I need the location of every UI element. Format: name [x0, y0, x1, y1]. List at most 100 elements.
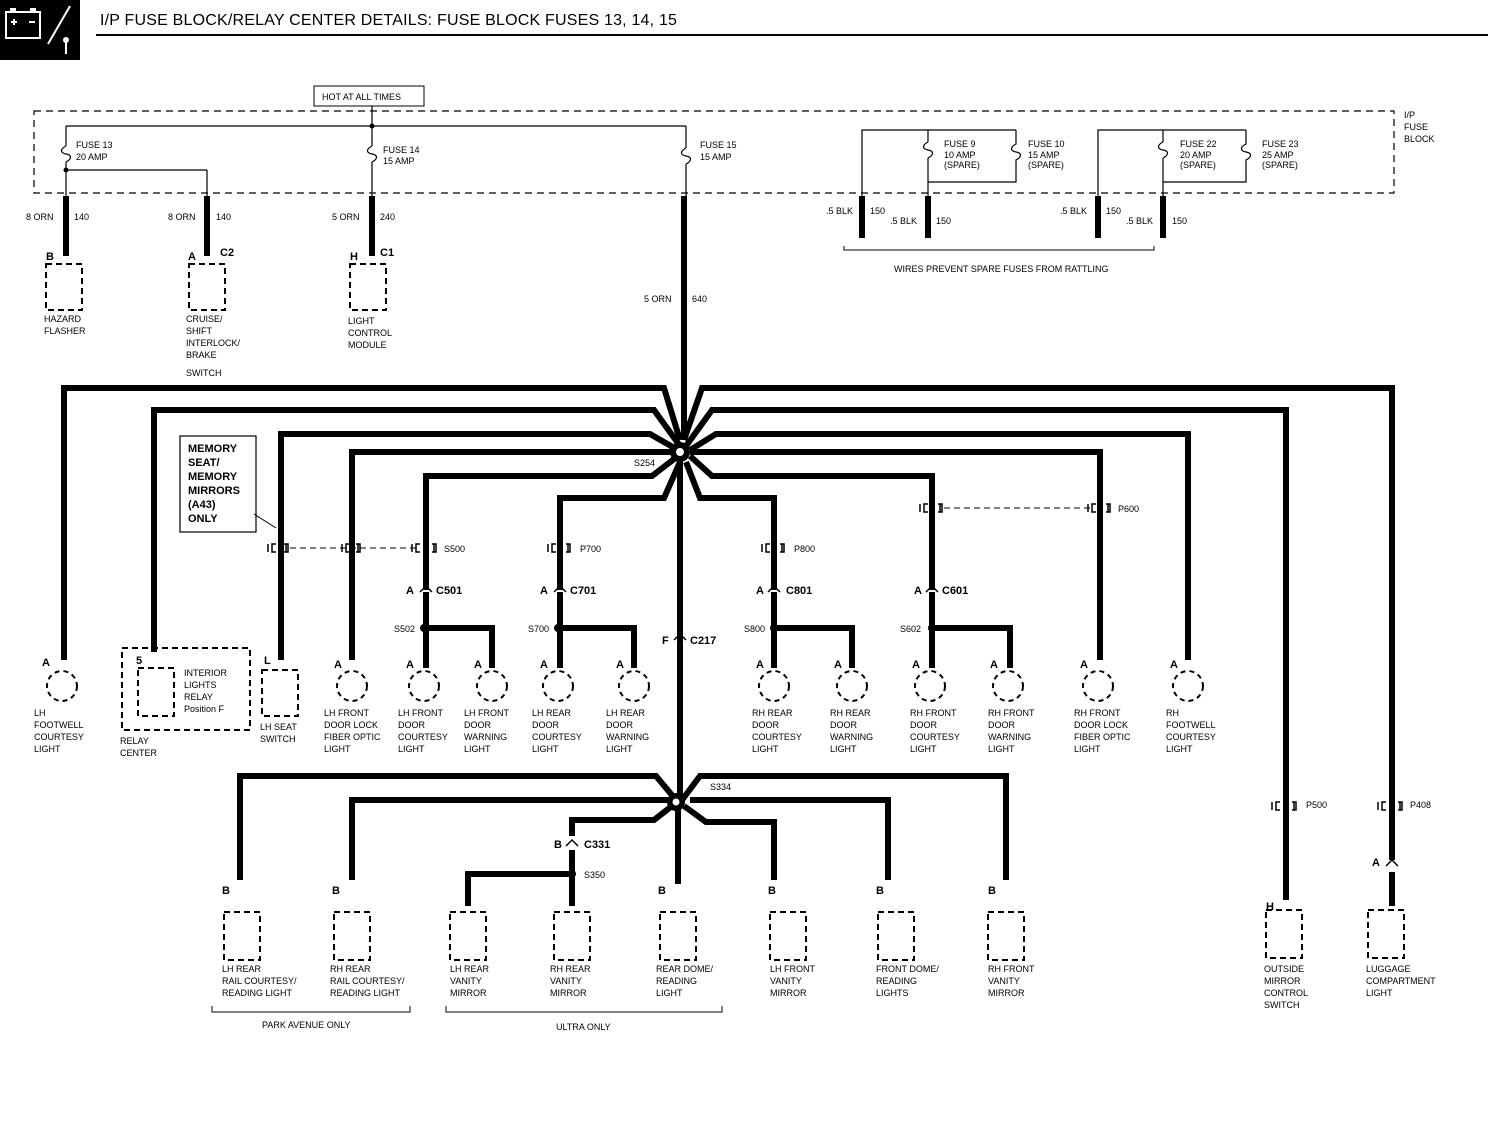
battery-fuse-icon [0, 0, 80, 60]
lh-seat-switch-box [261, 669, 299, 717]
rh-front-lock-line-1: RH FRONT [1074, 708, 1121, 718]
lh-front-vanity-line-1: LH FRONT [770, 964, 816, 974]
rh-front-warn-line-1: RH FRONT [988, 708, 1035, 718]
outside-mirror-line-3: CONTROL [1264, 988, 1308, 998]
hot-at-all-times-label: HOT AT ALL TIMES [322, 92, 401, 102]
fuse-9-rating: 10 AMP [944, 150, 976, 160]
lh-rear-warn-line-4: LIGHT [606, 744, 633, 754]
lh-rear-vanity-line-3: MIRROR [450, 988, 487, 998]
lh-front-court-line-1: LH FRONT [398, 708, 444, 718]
hot-at-all-times-box [313, 85, 425, 107]
wire-main-circuit: 640 [692, 294, 707, 304]
fuse-13-name: FUSE 13 [76, 140, 113, 150]
c801-pin: A [756, 585, 764, 597]
luggage-light-box [1367, 909, 1405, 959]
rh-footwell-line-1: RH [1166, 708, 1179, 718]
rh-rear-court-line-2: DOOR [752, 720, 780, 730]
lh-rear-warn-line-2: DOOR [606, 720, 634, 730]
rear-dome-line-3: LIGHT [656, 988, 683, 998]
rh-footwell-light-bulb [1172, 670, 1204, 702]
lh-rear-court-light-bulb [542, 670, 574, 702]
wire-spare-4-circuit: 150 [1172, 216, 1187, 226]
relay-caption-1: RELAY [120, 736, 149, 746]
lh-front-court-line-4: LIGHT [398, 744, 425, 754]
lh-rear-court-pin: A [540, 659, 548, 671]
rh-footwell-line-2: FOOTWELL [1166, 720, 1216, 730]
splice-s800-dot [770, 624, 778, 632]
relay-pin: 5 [136, 655, 142, 667]
lh-front-lock-light-bulb [336, 670, 368, 702]
front-dome-line-3: LIGHTS [876, 988, 909, 998]
lh-front-warn-line-1: LH FRONT [464, 708, 510, 718]
rh-rear-warn-pin: A [834, 659, 842, 671]
splice-s602-dot [928, 624, 936, 632]
lh-rear-court-line-2: DOOR [532, 720, 560, 730]
c331-name: C331 [584, 839, 610, 851]
lh-rear-warn-line-3: WARNING [606, 732, 649, 742]
front-dome-box [877, 911, 915, 961]
rh-front-vanity-pin: B [988, 885, 996, 897]
fuse-10-rating: 15 AMP [1028, 150, 1060, 160]
page-title: I/P FUSE BLOCK/RELAY CENTER DETAILS: FUS… [100, 12, 678, 29]
rh-front-warn-line-4: LIGHT [988, 744, 1015, 754]
spare-wires-note: WIRES PREVENT SPARE FUSES FROM RATTLING [894, 264, 1109, 274]
rh-footwell-line-3: COURTESY [1166, 732, 1216, 742]
c601-pin: A [914, 585, 922, 597]
lh-front-warn-light-bulb [476, 670, 508, 702]
rh-rear-court-line-1: RH REAR [752, 708, 793, 718]
fuse-14-icon [366, 145, 378, 163]
p600-label: P600 [1118, 504, 1139, 514]
hazard-line-1: HAZARD [44, 314, 82, 324]
fuse-23-note: (SPARE) [1262, 160, 1298, 170]
memory-note-2: SEAT/ [188, 457, 220, 469]
lh-rear-court-line-1: LH REAR [532, 708, 572, 718]
lh-front-court-pin: A [406, 659, 414, 671]
rh-rear-court-pin: A [756, 659, 764, 671]
p800-label: P800 [794, 544, 815, 554]
lh-front-court-light-bulb [408, 670, 440, 702]
rh-front-court-line-4: LIGHT [910, 744, 937, 754]
wire-spare-1-circuit: 150 [870, 206, 885, 216]
rh-rear-warn-line-3: WARNING [830, 732, 873, 742]
fuse-22-rating: 20 AMP [1180, 150, 1212, 160]
lh-front-warn-line-2: DOOR [464, 720, 492, 730]
p700-label: P700 [580, 544, 601, 554]
c217-pin: F [662, 635, 669, 647]
ultra-note: ULTRA ONLY [556, 1022, 611, 1032]
luggage-line-3: LIGHT [1366, 988, 1393, 998]
rh-front-warn-light-bulb [992, 670, 1024, 702]
memory-note-5: (A43) [188, 499, 216, 511]
fuse-13-rating: 20 AMP [76, 152, 108, 162]
fuse-14-rating: 15 AMP [383, 156, 415, 166]
wire-spare-4-color: .5 BLK [1126, 216, 1153, 226]
lh-front-court-line-3: COURTESY [398, 732, 448, 742]
lightctl-line-2: CONTROL [348, 328, 392, 338]
fuse-14-name: FUSE 14 [383, 145, 420, 155]
outside-mirror-line-4: SWITCH [1264, 1000, 1300, 1010]
rh-rear-rail-line-3: READING LIGHT [330, 988, 401, 998]
memory-note-6: ONLY [188, 513, 218, 525]
lh-seat-line-2: SWITCH [260, 734, 296, 744]
c701-name: C701 [570, 585, 596, 597]
lh-front-lock-line-1: LH FRONT [324, 708, 370, 718]
lh-rear-rail-line-2: RAIL COURTESY/ [222, 976, 297, 986]
rear-dome-pin: B [658, 885, 666, 897]
rear-dome-box [659, 911, 697, 961]
cruise-line-4: BRAKE [186, 350, 217, 360]
lh-front-lock-line-3: FIBER OPTIC [324, 732, 381, 742]
fuse-15-rating: 15 AMP [700, 152, 732, 162]
luggage-pin: A [1372, 857, 1380, 869]
fuse-block-label-2: FUSE [1404, 122, 1428, 132]
wire-spare-3-color: .5 BLK [1060, 206, 1087, 216]
splice-s502-label: S502 [394, 624, 415, 634]
lightctl-line-1: LIGHT [348, 316, 375, 326]
c1-name: C1 [380, 247, 394, 259]
relay-center-outline [121, 647, 251, 731]
fuse-22-note: (SPARE) [1180, 160, 1216, 170]
relay-line-2: LIGHTS [184, 680, 217, 690]
outside-mirror-line-2: MIRROR [1264, 976, 1301, 986]
splice-s800-label: S800 [744, 624, 765, 634]
rh-front-lock-line-2: DOOR LOCK [1074, 720, 1128, 730]
lh-rear-court-line-4: LIGHT [532, 744, 559, 754]
rh-rear-vanity-box [553, 911, 591, 961]
